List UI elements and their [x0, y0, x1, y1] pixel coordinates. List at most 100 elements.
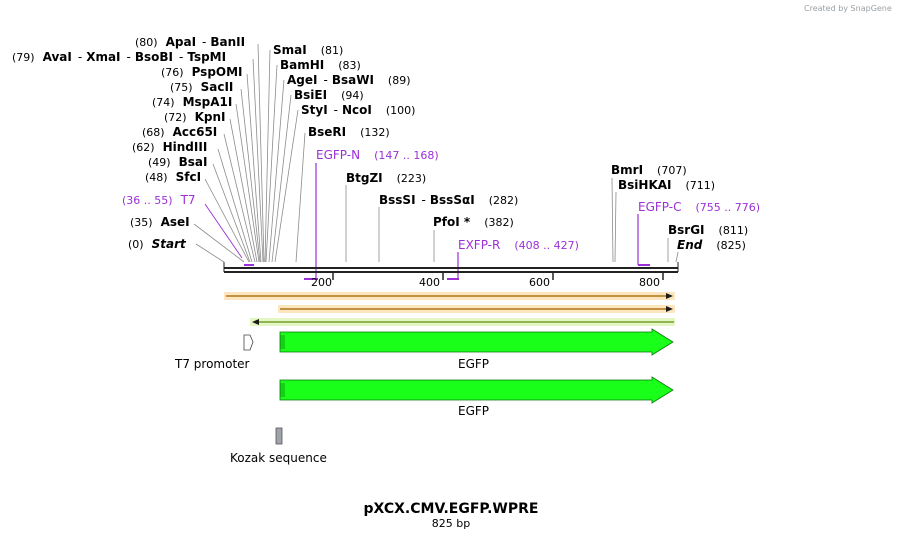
- site-pos: (132): [360, 126, 390, 139]
- primer-range: (147 .. 168): [374, 149, 439, 162]
- svg-text:(68)Acc65I: (68) Acc65I: [142, 125, 217, 139]
- site-name: AseI: [161, 215, 190, 229]
- site-name: BsrGI: [668, 223, 705, 237]
- site-pos: (48): [145, 171, 168, 184]
- site-pos: (62): [132, 141, 155, 154]
- site-name: Acc65I: [173, 125, 218, 139]
- site-name: AgeI: [287, 73, 317, 87]
- site-name: TspMI: [187, 50, 226, 64]
- site-name: HindIII: [163, 140, 208, 154]
- orf-arrows: [224, 292, 675, 326]
- site-name: Start: [152, 237, 187, 251]
- svg-text:BssSI-BssSαI(282): BssSI-BssSαI(282): [379, 193, 518, 207]
- site-name: BssSI: [379, 193, 416, 207]
- site-name: BssSαI: [430, 193, 475, 207]
- site-name: BsoBI: [135, 50, 173, 64]
- svg-text:SmaI(81): SmaI (81): [273, 43, 343, 57]
- site-name: BsaI: [179, 155, 208, 169]
- primer-range: (36 .. 55): [122, 194, 173, 207]
- site-name: BamHI: [280, 58, 324, 72]
- site-pos: (825): [716, 239, 746, 252]
- svg-text:EGFP-C(755 .. 776): EGFP-C (755 .. 776): [638, 200, 760, 214]
- orf-arrowhead: [666, 293, 673, 299]
- primer-leader: [204, 203, 243, 259]
- site-name: KpnI: [195, 110, 226, 124]
- svg-text:EXFP-R(408 .. 427): EXFP-R (408 .. 427): [458, 238, 579, 252]
- features: T7 promoter EGFP EGFP Kozak sequence: [174, 328, 674, 465]
- site-pos: (711): [686, 179, 716, 192]
- primers: (36 .. 55) T7 EGFP-N (147 .. 168) EXFP-R (4…: [122, 148, 760, 280]
- site-name: NcoI: [342, 103, 372, 117]
- primer-name: T7: [180, 193, 196, 207]
- site-pos: (72): [164, 111, 187, 124]
- restriction-sites: (0)Start (35)AseI (48)SfcI (49)BsaI (62)…: [12, 35, 748, 252]
- site-name: End: [677, 238, 703, 252]
- site-pos: (83): [338, 59, 361, 72]
- site-pos: (94): [341, 89, 364, 102]
- site-pos: (76): [161, 66, 184, 79]
- map-title: pXCX.CMV.EGFP.WPRE: [364, 501, 539, 517]
- sequence-backbone: [223, 262, 679, 273]
- svg-text:PfoI *(382): PfoI * (382): [433, 215, 514, 229]
- site-name: MspA1I: [183, 95, 233, 109]
- map-length: 825 bp: [432, 517, 470, 530]
- site-name: SacII: [201, 80, 234, 94]
- site-pos: (0): [128, 238, 144, 251]
- orf-arrowhead: [666, 306, 673, 312]
- site-name: BsiHKAI: [618, 178, 672, 192]
- svg-text:BmrI(707): BmrI(707): [611, 163, 687, 177]
- svg-text:(79)AvaI-XmaI-BsoBI-TspMI: (79)AvaI-XmaI-BsoBI-TspMI: [12, 50, 226, 64]
- site-pos: (89): [388, 74, 411, 87]
- site-pos: (68): [142, 126, 165, 139]
- primer-name: EGFP-C: [638, 200, 681, 214]
- site-name: PfoI *: [433, 215, 471, 229]
- svg-text:(74)MspA1I: (74) MspA1I: [152, 95, 232, 109]
- primer-range: (755 .. 776): [695, 201, 760, 214]
- svg-text:(72)KpnI: (72) KpnI: [164, 110, 226, 124]
- svg-text:(75)SacII: (75) SacII: [170, 80, 233, 94]
- egfp-cds-arrow: [279, 328, 674, 356]
- svg-text:(36 .. 55)T7: (36 .. 55) T7: [122, 193, 196, 207]
- site-name: BtgZI: [346, 171, 383, 185]
- primer-name: EXFP-R: [458, 238, 500, 252]
- site-name: PspOMI: [192, 65, 243, 79]
- scale-ticks: 200 400 600 800: [311, 272, 664, 289]
- svg-text:(49)BsaI: (49)BsaI: [148, 155, 207, 169]
- site-name: BanII: [210, 35, 245, 49]
- primer-range: (408 .. 427): [514, 239, 579, 252]
- site-name: AvaI: [43, 50, 72, 64]
- site-name: BsiEI: [294, 88, 327, 102]
- site-name: StyI: [301, 103, 328, 117]
- tick-label: 600: [529, 276, 550, 289]
- primer-bars: [244, 264, 650, 280]
- svg-text:(80)ApaI-BanII: (80)ApaI-BanII: [135, 35, 245, 49]
- svg-text:BsrGI(811): BsrGI (811): [668, 223, 748, 237]
- tick-label: 400: [419, 276, 440, 289]
- orf-arrowhead: [252, 319, 259, 325]
- snapgene-credit: Created by SnapGene: [804, 4, 892, 13]
- feature-label: EGFP: [458, 357, 489, 371]
- svg-text:BamHI(83): BamHI (83): [280, 58, 361, 72]
- egfp-cds-arrow: [279, 376, 674, 404]
- kozak-box: [275, 427, 283, 445]
- svg-text:(62)HindIII: (62) HindIII: [132, 140, 207, 154]
- site-name: BseRI: [308, 125, 346, 139]
- site-pos: (81): [321, 44, 344, 57]
- svg-text:(76)PspOMI: (76) PspOMI: [161, 65, 243, 79]
- svg-text:(35)AseI: (35) AseI: [130, 215, 190, 229]
- svg-text:BtgZI(223): BtgZI(223): [346, 171, 426, 185]
- site-pos: (74): [152, 96, 175, 109]
- svg-text:(0)Start: (0) Start: [128, 237, 187, 251]
- site-pos: (382): [484, 216, 514, 229]
- feature-label: Kozak sequence: [230, 451, 327, 465]
- site-pos: (811): [719, 224, 749, 237]
- site-pos: (75): [170, 81, 193, 94]
- primer-name: EGFP-N: [316, 148, 360, 162]
- site-name: BmrI: [611, 163, 643, 177]
- site-name: SmaI: [273, 43, 307, 57]
- site-pos: (35): [130, 216, 153, 229]
- svg-text:BseRI(132): BseRI (132): [308, 125, 390, 139]
- feature-label: EGFP: [458, 404, 489, 418]
- svg-text:BsiHKAI(711): BsiHKAI (711): [618, 178, 715, 192]
- feature-label: T7 promoter: [174, 357, 250, 371]
